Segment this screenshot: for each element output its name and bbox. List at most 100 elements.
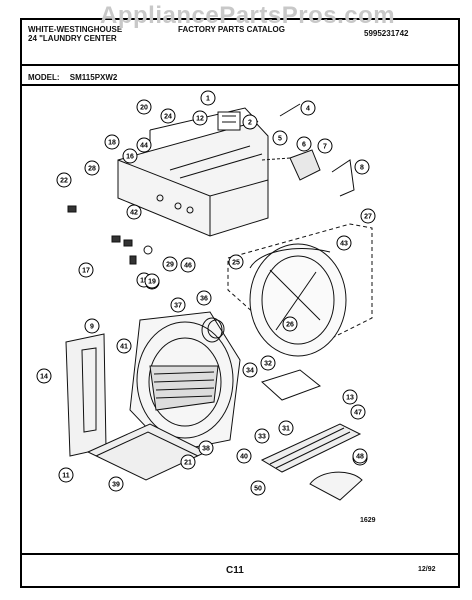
callout-label: 6 — [302, 142, 306, 149]
callout-label: 29 — [166, 262, 174, 269]
callout-31: 31 — [278, 420, 294, 436]
callout-label: 2 — [248, 120, 252, 127]
drum-bulkhead-drawing — [227, 223, 373, 357]
callout-label: 22 — [60, 178, 68, 185]
callout-5: 5 — [272, 130, 288, 146]
callout-47: 47 — [350, 404, 366, 420]
callout-label: 50 — [254, 486, 262, 493]
callout-label: 5 — [278, 136, 282, 143]
callout-29: 29 — [162, 256, 178, 272]
callout-46: 46 — [180, 257, 196, 273]
callout-circle — [278, 420, 294, 436]
callout-circle — [342, 389, 358, 405]
callout-label: 17 — [82, 268, 90, 275]
callout-label: 36 — [200, 296, 208, 303]
callout-circle — [180, 454, 196, 470]
callout-circle — [250, 480, 266, 496]
timer-knob-drawing — [261, 103, 355, 197]
callout-label: 46 — [184, 263, 192, 270]
callout-label: 25 — [232, 260, 240, 267]
callout-38: 38 — [198, 440, 214, 456]
callout-circle — [317, 138, 333, 154]
callout-label: 38 — [202, 446, 210, 453]
callout-18: 18 — [104, 134, 120, 150]
callout-34: 34 — [242, 362, 258, 378]
callout-label: 34 — [246, 368, 254, 375]
model-rule — [22, 84, 458, 86]
callout-circle — [282, 316, 298, 332]
callout-circle — [126, 204, 142, 220]
callout-circle — [58, 467, 74, 483]
callout-circle — [122, 148, 138, 164]
callout-label: 11 — [62, 473, 70, 480]
callout-label: 16 — [126, 154, 134, 161]
callout-circle — [196, 290, 212, 306]
callout-27: 27 — [360, 208, 376, 224]
callout-label: 8 — [360, 165, 364, 172]
callout-9: 9 — [84, 318, 100, 334]
callout-label: 47 — [354, 410, 362, 417]
callout-circle — [242, 114, 258, 130]
callout-33: 33 — [254, 428, 270, 444]
page-number: C11 — [226, 565, 244, 576]
brand-block: WHITE-WESTINGHOUSE 24 "LAUNDRY CENTER — [28, 25, 122, 43]
callout-label: 40 — [240, 454, 248, 461]
callout-36: 36 — [196, 290, 212, 306]
callout-circle — [336, 235, 352, 251]
callout-label: 41 — [120, 344, 128, 351]
callout-label: 9 — [90, 324, 94, 331]
callout-label: 1 — [206, 96, 210, 103]
callout-circle — [272, 130, 288, 146]
callout-label: 44 — [140, 143, 148, 150]
callout-label: 14 — [40, 374, 48, 381]
catalog-title: FACTORY PARTS CATALOG — [178, 25, 285, 34]
callout-circle — [260, 355, 276, 371]
callout-4: 4 — [300, 100, 316, 116]
callout-circle — [136, 137, 152, 153]
callout-2: 2 — [242, 114, 258, 130]
callout-circle — [192, 110, 208, 126]
model-label: MODEL: — [28, 73, 60, 82]
callout-circle — [136, 99, 152, 115]
callout-40: 40 — [236, 448, 252, 464]
callout-circle — [78, 262, 94, 278]
model-row: MODEL: SM115PXW2 — [28, 73, 117, 82]
callout-1: 1 — [200, 90, 216, 106]
callout-circle — [104, 134, 120, 150]
side-panel-drawing — [65, 333, 107, 457]
callout-circle — [36, 368, 52, 384]
callout-39: 39 — [108, 476, 124, 492]
callout-circle — [300, 100, 316, 116]
callout-label: 13 — [346, 395, 354, 402]
callout-44: 44 — [136, 137, 152, 153]
callout-14: 14 — [36, 368, 52, 384]
brand-line-1: WHITE-WESTINGHOUSE — [28, 25, 123, 34]
heater-block-drawing — [260, 369, 363, 501]
callout-label: 42 — [130, 210, 138, 217]
callout-label: 37 — [174, 303, 182, 310]
callout-circle — [360, 208, 376, 224]
callout-12: 12 — [192, 110, 208, 126]
callout-21: 21 — [180, 454, 196, 470]
figure-code: 1629 — [360, 517, 376, 524]
callout-label: 43 — [340, 241, 348, 248]
callout-26: 26 — [282, 316, 298, 332]
model-value: SM115PXW2 — [69, 73, 118, 82]
callout-label: 48 — [356, 454, 364, 461]
exploded-parts-diagram: 1245678910111213141516171819202122242526… — [36, 90, 376, 501]
callout-circle — [116, 338, 132, 354]
callout-13: 13 — [342, 389, 358, 405]
callout-11: 11 — [58, 467, 74, 483]
callout-label: 26 — [286, 322, 294, 329]
callout-circle — [296, 136, 312, 152]
callout-circle — [236, 448, 252, 464]
callout-32: 32 — [260, 355, 276, 371]
callout-label: 7 — [323, 144, 327, 151]
callout-50: 50 — [250, 480, 266, 496]
brand-line-2: 24 "LAUNDRY CENTER — [28, 34, 117, 43]
callout-label: 39 — [112, 482, 120, 489]
callout-28: 28 — [84, 160, 100, 176]
callout-circle — [162, 256, 178, 272]
callout-37: 37 — [170, 297, 186, 313]
callout-label: 24 — [164, 114, 172, 121]
